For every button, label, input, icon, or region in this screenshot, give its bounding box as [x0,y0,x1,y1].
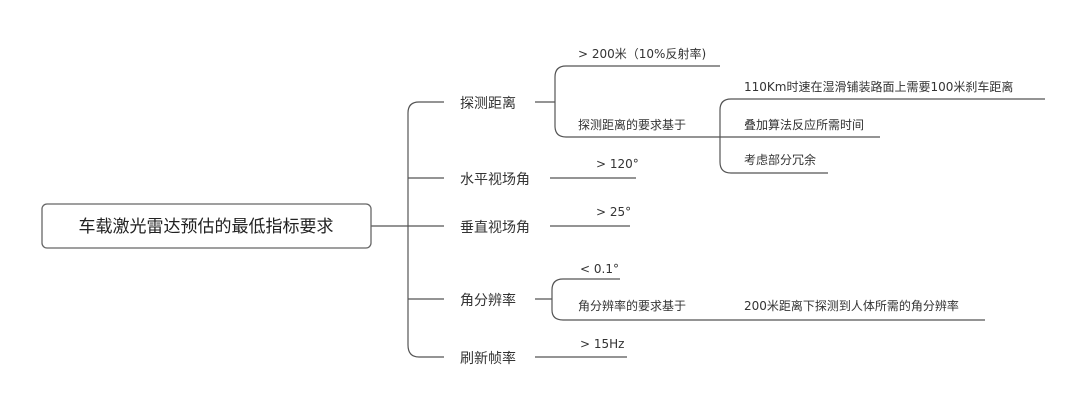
node-detection-range-value: > 200米（10%反射率) [578,46,706,61]
node-detection-range-basis: 探测距离的要求基于 [578,117,686,132]
node-vertical-fov-value: > 25° [596,205,631,219]
distance-connectors [535,65,1045,174]
branch-label-horizontal-fov: 水平视场角 [460,172,530,188]
node-horizontal-fov-value: > 120° [596,157,639,171]
root-connectors [371,101,444,358]
node-angular-resolution-value: < 0.1° [580,262,619,276]
node-algorithm-reaction-time: 叠加算法反应所需时间 [744,117,864,132]
branch-label-angular-resolution: 角分辨率 [460,292,516,309]
node-redundancy: 考虑部分冗余 [744,152,816,167]
branch-label-detection-range: 探测距离 [460,95,516,112]
single-child-connectors [535,177,636,358]
branch-label-vertical-fov: 垂直视场角 [460,219,530,236]
resolution-connectors [535,278,985,321]
root-node-label: 车载激光雷达预估的最低指标要求 [79,217,334,237]
root-node-box [41,203,372,249]
root-node: 车载激光雷达预估的最低指标要求 [41,203,372,249]
node-angular-resolution-basis: 角分辨率的要求基于 [578,298,686,313]
node-frame-rate-value: > 15Hz [580,337,624,351]
node-human-detection-resolution: 200米距离下探测到人体所需的角分辨率 [744,298,959,313]
node-braking-distance: 110Km时速在湿滑铺装路面上需要100米刹车距离 [744,79,1013,94]
branch-label-frame-rate: 刷新帧率 [460,350,516,367]
